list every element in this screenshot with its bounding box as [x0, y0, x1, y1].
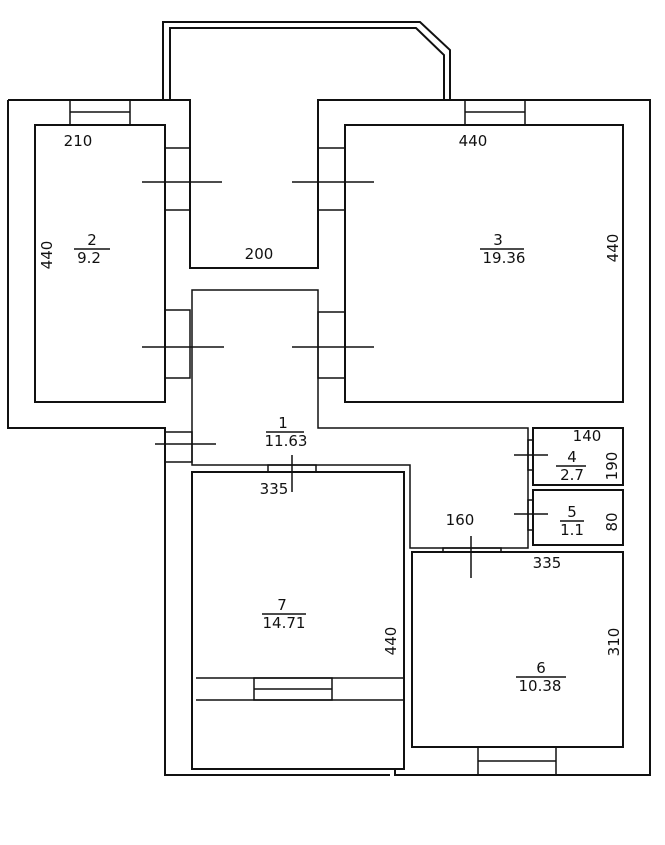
dim-passage-width: 160 [446, 511, 475, 529]
dim-room-3-width: 440 [459, 132, 488, 150]
room-4 [532, 427, 624, 486]
svg-text:14.71: 14.71 [263, 614, 306, 632]
label-room-5: 5 1.1 [560, 503, 584, 539]
dim-room-5-height: 80 [603, 512, 621, 531]
window-room-6 [477, 746, 557, 776]
door-room-2-lower [142, 309, 224, 379]
dim-room-7-width: 335 [260, 480, 289, 498]
door-room-6 [442, 536, 502, 578]
room-5 [532, 489, 624, 546]
dim-room-6-height: 310 [605, 628, 623, 657]
dim-room-4-width: 140 [573, 427, 602, 445]
dim-room-4-height: 190 [603, 452, 621, 481]
svg-text:4: 4 [567, 448, 577, 466]
window-room-7 [196, 677, 404, 701]
label-room-7: 7 14.71 [262, 596, 306, 632]
door-entrance [155, 431, 216, 463]
svg-text:10.38: 10.38 [519, 677, 562, 695]
dim-room-2-width: 210 [64, 132, 93, 150]
svg-text:9.2: 9.2 [77, 249, 101, 267]
balcony-wall [162, 21, 451, 100]
svg-text:2.7: 2.7 [560, 466, 584, 484]
svg-text:19.36: 19.36 [483, 249, 526, 267]
dim-room-6-width: 335 [533, 554, 562, 572]
svg-text:3: 3 [493, 231, 503, 249]
svg-text:7: 7 [277, 596, 287, 614]
dim-room-7-height: 440 [382, 627, 400, 656]
svg-text:5: 5 [567, 503, 577, 521]
door-room-3-upper [292, 147, 374, 211]
room-2 [34, 124, 166, 403]
label-room-2: 2 9.2 [74, 231, 110, 267]
dim-room-3-height: 440 [604, 234, 622, 263]
dim-corridor-width: 200 [245, 245, 274, 263]
svg-text:1: 1 [278, 414, 288, 432]
room-6 [411, 551, 624, 748]
door-room-2-upper [142, 147, 222, 211]
label-room-3: 3 19.36 [480, 231, 525, 267]
svg-text:2: 2 [87, 231, 97, 249]
window-room-2 [69, 99, 131, 126]
door-room-7 [267, 455, 317, 492]
window-room-3 [464, 99, 526, 126]
door-room-4 [514, 439, 548, 471]
label-room-4: 4 2.7 [556, 448, 586, 484]
svg-text:1.1: 1.1 [560, 521, 584, 539]
svg-text:6: 6 [536, 659, 546, 677]
door-room-5 [514, 499, 548, 531]
dim-room-2-height: 440 [38, 241, 56, 270]
label-room-6: 6 10.38 [516, 659, 566, 695]
svg-text:11.63: 11.63 [265, 432, 308, 450]
door-room-3-lower [292, 311, 374, 379]
room-7 [191, 471, 405, 770]
label-room-1: 1 11.63 [265, 414, 308, 450]
